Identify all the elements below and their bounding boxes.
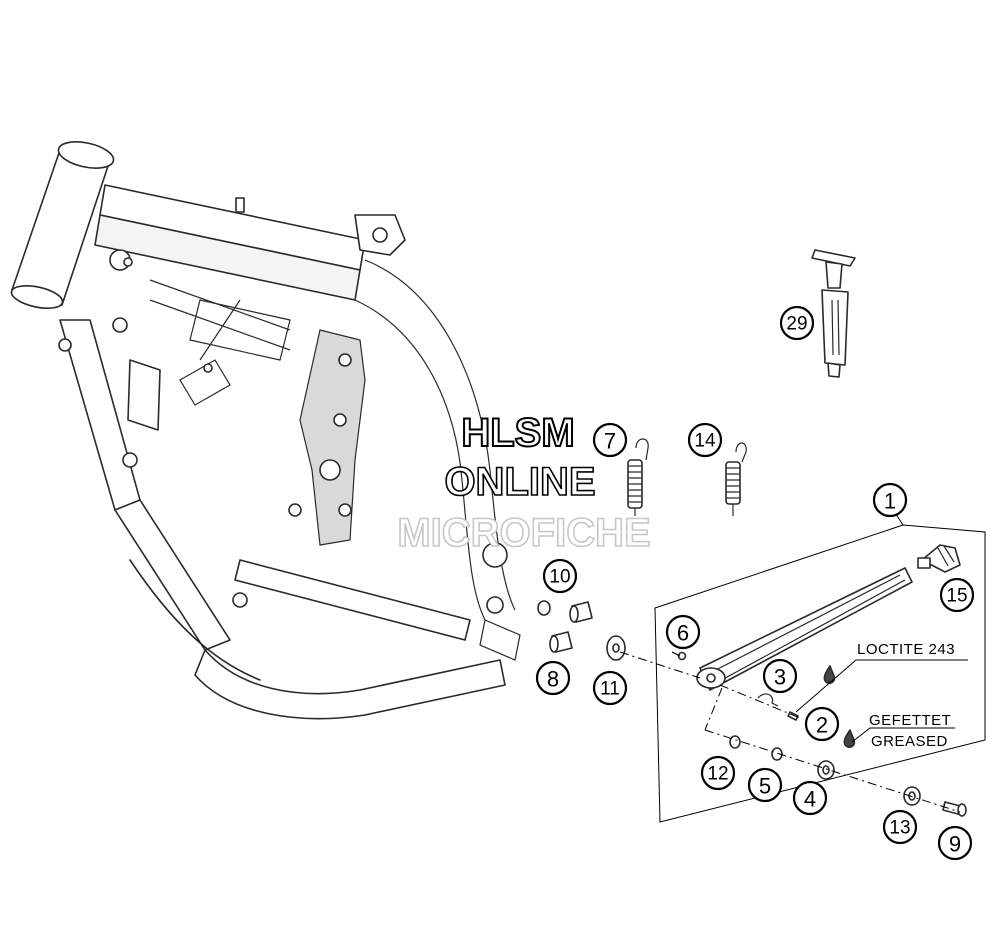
callout-4[interactable]: 4 [792, 780, 828, 816]
callout-label: 15 [946, 586, 967, 607]
callout-3[interactable]: 3 [762, 658, 798, 694]
callout-7[interactable]: 7 [592, 422, 628, 458]
note-greased-de: GEFETTET [869, 712, 951, 729]
frame-drawing [10, 141, 521, 720]
callout-label: 8 [547, 667, 559, 692]
part-15-foot [917, 544, 961, 573]
callout-label: 29 [786, 314, 807, 335]
callout-label: 6 [677, 621, 689, 646]
assembly-axis-lines [619, 651, 961, 813]
part-11-washer [606, 635, 626, 661]
watermark-line-2: ONLINE [444, 460, 595, 504]
watermark-line-1: HLSM [461, 411, 574, 455]
callout-8[interactable]: 8 [535, 660, 571, 696]
callout-label: 13 [889, 818, 910, 839]
side-stand-leg [696, 567, 913, 691]
callout-label: 5 [759, 774, 771, 799]
callout-12[interactable]: 12 [700, 755, 736, 791]
grease-drop-icon [843, 729, 856, 748]
callout-5[interactable]: 5 [747, 767, 783, 803]
callout-label: 9 [949, 832, 961, 857]
part-4-bushing [817, 760, 835, 780]
note-loctite: LOCTITE 243 [857, 641, 955, 658]
part-9-bolt [942, 801, 967, 817]
callout-label: 2 [816, 713, 828, 738]
callout-2[interactable]: 2 [804, 706, 840, 742]
callout-13[interactable]: 13 [882, 809, 918, 845]
note-greased-en: GREASED [871, 733, 948, 750]
callout-29[interactable]: 29 [779, 305, 815, 341]
part-13-bushing [903, 786, 921, 806]
callout-label: 1 [884, 489, 896, 514]
part-6-nut [677, 651, 687, 661]
part-29-tool [811, 249, 856, 378]
part-8-bushing [549, 631, 573, 653]
callout-1[interactable]: 1 [872, 482, 908, 518]
part-10-oring [537, 600, 551, 616]
note-leaders [795, 659, 968, 743]
part-bushing-upper [569, 601, 593, 623]
callout-label: 14 [694, 431, 716, 452]
callout-label: 12 [707, 764, 728, 785]
callout-label: 3 [774, 665, 786, 690]
callout-9[interactable]: 9 [937, 825, 973, 861]
callout-label: 7 [604, 429, 616, 454]
part-2-screw [787, 711, 799, 721]
watermark: HLSM ONLINE MICROFICHE [397, 410, 652, 556]
callout-15[interactable]: 15 [939, 577, 975, 613]
part-5-oring [771, 747, 783, 761]
watermark-line-3: MICROFICHE [397, 511, 650, 555]
callout-label: 10 [549, 567, 570, 588]
callout-label: 4 [804, 787, 816, 812]
part-12-oring [729, 735, 741, 749]
callout-label: 11 [600, 679, 620, 700]
spring-7 [627, 438, 649, 516]
callout-14[interactable]: 14 [687, 422, 723, 458]
part-3-clip [757, 693, 779, 707]
callout-6[interactable]: 6 [665, 614, 701, 650]
callout-11[interactable]: 11 [592, 670, 628, 706]
spring-14 [725, 442, 747, 516]
callout-10[interactable]: 10 [542, 558, 578, 594]
